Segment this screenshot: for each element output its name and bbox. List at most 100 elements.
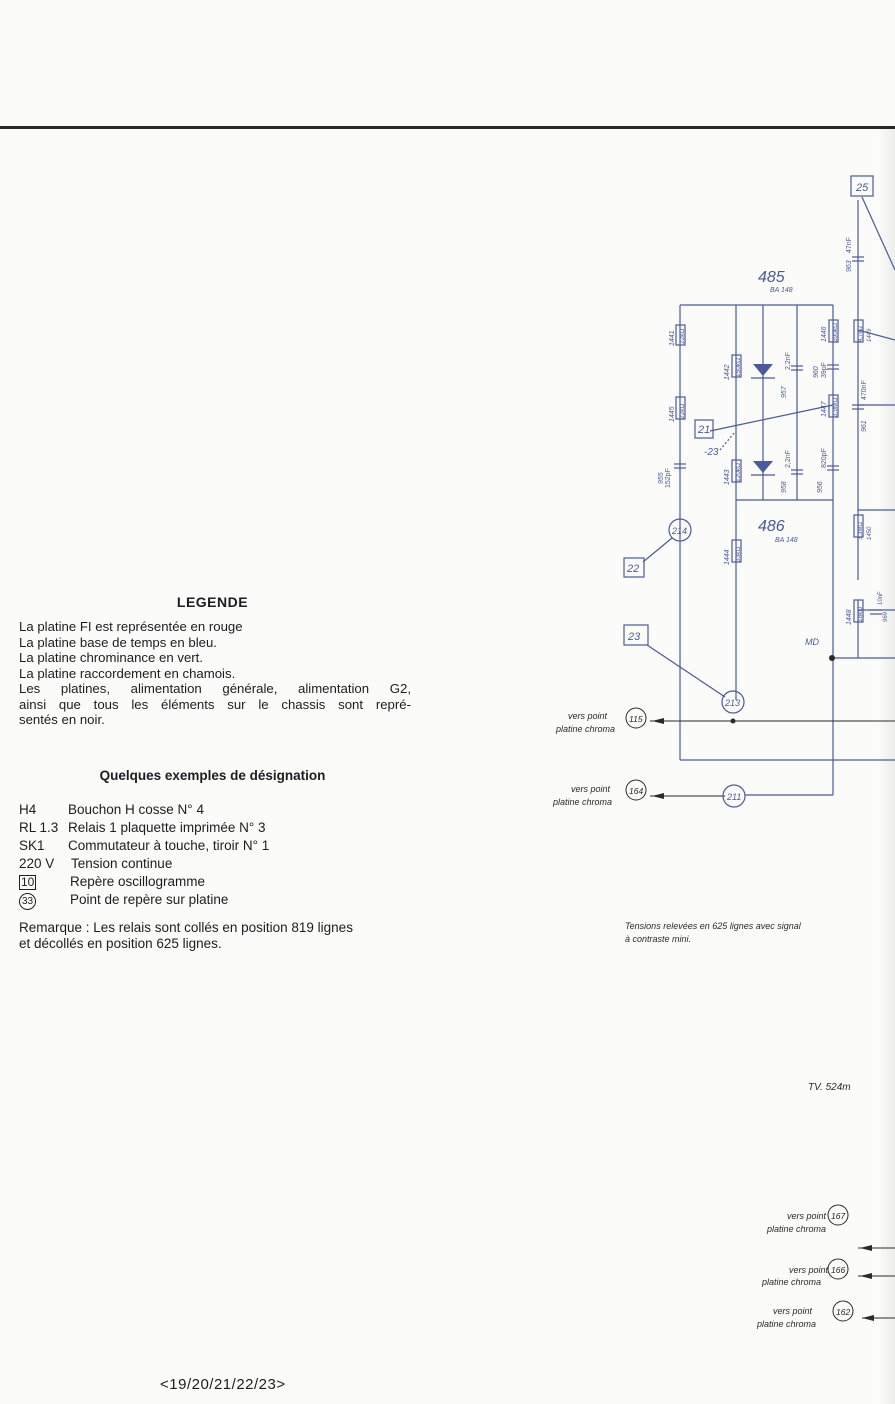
svg-text:vers point: vers point bbox=[787, 1211, 827, 1221]
circled-points: 214 213 211 MD bbox=[668, 518, 819, 808]
svg-text:platine chroma: platine chroma bbox=[761, 1277, 821, 1287]
label-1446-value: 390kΩ bbox=[832, 323, 839, 342]
label-961-value: 470nF bbox=[861, 380, 868, 400]
example-desc: Tension continue bbox=[71, 856, 173, 871]
legend-line: La platine raccordement en chamois. bbox=[19, 665, 236, 681]
label-960-ref: 960 bbox=[813, 366, 820, 378]
label-969-value: 10nF bbox=[878, 591, 884, 605]
capacitor-963 bbox=[852, 256, 864, 262]
diode-486-ref: 486 bbox=[758, 518, 785, 535]
svg-text:162: 162 bbox=[836, 1307, 850, 1317]
svg-text:platine chroma: platine chroma bbox=[766, 1224, 826, 1234]
example-desc: Relais 1 plaquette imprimée N° 3 bbox=[68, 820, 266, 835]
diode-485-ref: 485 bbox=[758, 269, 785, 286]
label-1442-ref: 1442 bbox=[724, 364, 731, 380]
label-1444-ref: 1444 bbox=[724, 549, 731, 565]
capacitors bbox=[674, 256, 882, 615]
label-1444-value: 33kΩ bbox=[735, 547, 742, 562]
svg-text:platine chroma: platine chroma bbox=[756, 1319, 816, 1329]
legend-line: sentés en noir. bbox=[19, 712, 105, 727]
oscillogram-box-symbol: 10 bbox=[19, 875, 37, 890]
point-213 bbox=[721, 690, 745, 714]
label-956-ref: 956 bbox=[817, 481, 824, 493]
svg-text:25: 25 bbox=[855, 182, 869, 194]
label-956-value: 820pF bbox=[821, 448, 828, 468]
component-labels: 1441 22kΩ 1445 22kΩ 1442 150kΩ 1443 120k… bbox=[658, 237, 889, 625]
legend-line: La platine chrominance en vert. bbox=[19, 650, 204, 665]
legend-line: La platine FI est représentée en rouge bbox=[19, 619, 243, 634]
resistor-1449 bbox=[853, 319, 864, 343]
ref-166: vers point platine chroma 166 bbox=[761, 1258, 872, 1287]
label-963-value: 47nF bbox=[846, 237, 853, 253]
label-1450-value: 3,3MΩ bbox=[858, 522, 864, 540]
diode-485-type: BA 148 bbox=[770, 287, 793, 294]
resistor-1446 bbox=[828, 319, 839, 343]
legend-line: La platine base de temps en bleu. bbox=[19, 634, 217, 650]
resistor-1443 bbox=[731, 459, 742, 483]
examples-title: Quelques exemples de désignation bbox=[99, 768, 326, 783]
svg-text:vers point: vers point bbox=[568, 711, 608, 721]
label-1445-ref: 1445 bbox=[669, 406, 676, 422]
label-1442-value: 150kΩ bbox=[735, 358, 742, 377]
label-955-value: 152pF bbox=[665, 468, 672, 488]
resistor-1448 bbox=[853, 599, 864, 623]
example-code: H4 bbox=[19, 802, 37, 817]
example-code: SK1 bbox=[19, 838, 45, 853]
svg-text:166: 166 bbox=[831, 1265, 845, 1275]
example-desc: Commutateur à touche, tiroir N° 1 bbox=[68, 838, 270, 853]
capacitor-958 bbox=[791, 469, 803, 475]
svg-text:115: 115 bbox=[629, 714, 643, 724]
label-963-ref: 963 bbox=[846, 260, 853, 272]
resistor-1442 bbox=[731, 354, 742, 378]
label-1447-value: 3,9MΩ bbox=[832, 398, 839, 417]
osc-markers: 25 21 22 23 -23 bbox=[623, 175, 874, 646]
capacitor-960 bbox=[827, 364, 839, 370]
osc-marker-21 bbox=[694, 419, 714, 439]
legend-title: LEGENDE bbox=[176, 594, 249, 610]
label-958-ref: 958 bbox=[781, 481, 788, 493]
example-desc: Point de repère sur platine bbox=[70, 892, 229, 907]
note-line-2: à contraste mini. bbox=[625, 934, 691, 944]
label-1448-ref: 1448 bbox=[846, 609, 853, 625]
label-1449-value: 4,7kΩ bbox=[858, 326, 864, 342]
svg-text:vers point: vers point bbox=[789, 1265, 829, 1275]
svg-text:214: 214 bbox=[671, 526, 687, 536]
voltage-tag: -23 bbox=[704, 447, 719, 458]
capacitor-956 bbox=[827, 465, 839, 471]
note-line-1: Tensions relevées en 625 lignes avec sig… bbox=[625, 921, 802, 931]
ref-115: vers point platine chroma 115 bbox=[555, 707, 664, 734]
example-desc: Bouchon H cosse N° 4 bbox=[68, 802, 204, 817]
osc-marker-23 bbox=[623, 624, 649, 646]
model-label: TV. 524m bbox=[808, 1082, 851, 1093]
point-214 bbox=[668, 518, 692, 542]
capacitor-969 bbox=[870, 609, 882, 615]
svg-text:211: 211 bbox=[726, 792, 741, 802]
label-1441-value: 22kΩ bbox=[679, 329, 686, 344]
example-code: 220 V bbox=[19, 856, 55, 871]
svg-text:21: 21 bbox=[697, 424, 710, 436]
ref-167: vers point platine chroma 167 bbox=[766, 1204, 872, 1251]
label-1443-value: 120kΩ bbox=[735, 463, 742, 482]
remark: Remarque : Les relais sont collés en pos… bbox=[19, 920, 411, 951]
schematic-wires bbox=[642, 196, 895, 1319]
ref-164: vers point platine chroma 164 bbox=[552, 779, 664, 807]
capacitor-957 bbox=[791, 365, 803, 371]
capacitor-955 bbox=[674, 463, 686, 469]
example-code: 10 bbox=[19, 873, 37, 891]
osc-marker-22 bbox=[623, 557, 645, 578]
resistor-1445 bbox=[675, 396, 686, 420]
legend-lines: La platine FI est représentée en rouge L… bbox=[19, 619, 411, 728]
diode-486: 486 BA 148 bbox=[751, 461, 798, 544]
resistor-1450 bbox=[853, 514, 864, 538]
svg-text:platine chroma: platine chroma bbox=[552, 797, 612, 807]
point-circle-symbol: 33 bbox=[19, 893, 36, 910]
label-1446-ref: 1446 bbox=[821, 326, 828, 342]
resistors bbox=[675, 319, 864, 623]
svg-text:22: 22 bbox=[626, 563, 639, 575]
page-fold-shadow bbox=[878, 126, 895, 1404]
example-code: 33 bbox=[19, 891, 36, 910]
label-958-value: 2,2nF bbox=[785, 450, 792, 468]
resistor-1447 bbox=[828, 394, 839, 418]
svg-text:vers point: vers point bbox=[571, 784, 611, 794]
